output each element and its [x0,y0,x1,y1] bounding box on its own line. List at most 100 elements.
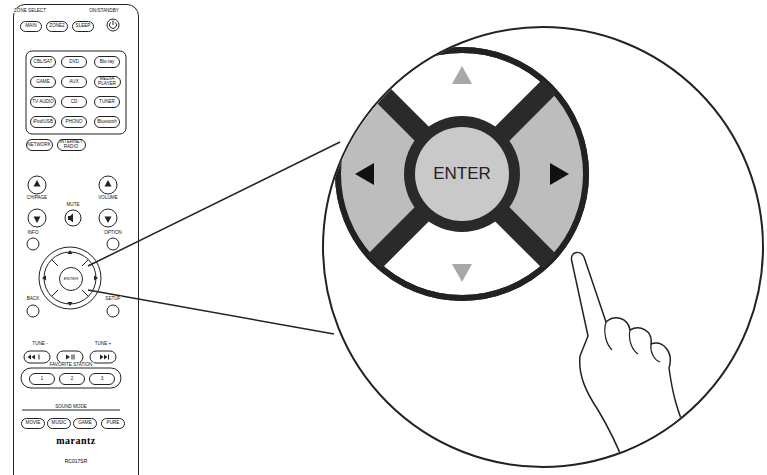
drawing-path [605,322,660,362]
remote-button: DVD [61,56,87,68]
drawing-rect [72,355,73,360]
drawing-path [68,214,73,223]
drawing-path [68,250,73,254]
drawing-path [571,252,700,475]
drawing-rect [90,351,116,363]
button-caption: ON/STANDBY [88,8,120,13]
button-label: 2 [71,377,74,382]
drawing-path [34,180,41,187]
drawing-circle [99,176,117,194]
drawing-circle [39,247,101,309]
drawing-circle [107,238,119,250]
button-label: MUSIC [52,421,67,426]
remote-button: NETWORK [26,139,53,151]
drawing-line [374,86,549,261]
brand-logo: marantz [14,435,138,446]
button-label: Blu-ray [100,60,115,65]
button-label: ZONE2 [49,24,64,29]
button-label: 3 [101,377,104,382]
drawing-path [100,355,108,360]
remote-button: MEDIA PLAYER [94,76,121,88]
button-label: TV AUDIO [32,100,53,105]
remote-button: MOVIE [21,418,45,429]
remote-button: PURE [101,418,125,429]
drawing-line [82,260,88,266]
button-caption: BACK [26,296,41,301]
drawing-path [94,276,98,281]
button-caption: ZONE SELECT [13,8,47,13]
drawing-line [82,290,88,296]
drawing-circle [28,209,46,227]
drawing-g [338,50,700,475]
button-caption: TUNE - [31,341,48,346]
button-label: CBL/SAT [34,60,53,65]
drawing-line [52,290,58,296]
button-caption: SOUND MODE [54,404,88,409]
remote-button: 2 [59,373,85,385]
drawing-circle [404,116,520,232]
remote-button: CD [61,96,87,108]
remote-button: Bluetooth [94,116,120,128]
remote-button: TUNER [94,96,120,108]
drawing-path [28,355,36,360]
button-caption: SETUP [104,296,121,301]
drawing-rect [74,355,75,360]
remote-button: PHONO [61,116,87,128]
remote-button: Blu-ray [94,56,120,68]
button-label: PURE [107,421,120,426]
drawing-rect [39,355,40,360]
button-label: GAME [36,80,50,85]
drawing-line [113,21,114,26]
drawing-path [34,217,41,224]
drawing-circle [99,209,117,227]
button-label: CD [71,100,78,105]
button-label: ENTER [433,165,491,183]
button-label: DVD [69,60,79,65]
drawing-line [22,410,120,411]
remote-button: INTERNET RADIO [57,139,86,151]
remote-button: CBL/SAT [30,56,56,68]
button-caption: OPTION [103,230,123,235]
drawing-circle [44,252,96,304]
drawing-line [88,290,334,334]
button-label: MAIN [25,24,36,29]
drawing-path [68,302,73,306]
enter-button: ENTER [59,267,83,291]
button-label: MEDIA PLAYER [95,77,120,87]
button-caption: MUTE [65,202,80,207]
button-label: TUNER [99,100,115,105]
button-caption: FAVORITE STATION [49,362,94,367]
drawing-path [355,163,374,185]
remote-button: MAIN [20,21,42,32]
remote-button: iPod/USB [30,116,56,128]
button-label: NETWORK [27,143,50,148]
drawing-path [452,264,472,282]
button-label: AUX [69,80,78,85]
enter-button-magnified: ENTER [415,127,509,221]
drawing-circle [27,305,39,317]
button-label: Bluetooth [97,120,116,125]
button-label: SLEEP [76,24,91,29]
remote-button: SLEEP [72,21,94,32]
remote-button: AUX [61,76,87,88]
remote-button: ZONE2 [46,21,68,32]
drawing-circle [338,50,586,298]
button-label: INTERNET RADIO [58,140,85,150]
drawing-g [28,180,112,360]
drawing-path [452,66,472,84]
model-number: RC017SR [14,458,138,464]
drawing-path [105,180,112,187]
button-label: PHONO [66,120,83,125]
remote-button: MUSIC [47,418,71,429]
button-label: MOVIE [26,421,41,426]
drawing-circle [323,27,763,467]
drawing-circle [338,50,586,298]
drawing-rect [26,51,126,134]
drawing-path [105,217,112,224]
remote-button: GAME [30,76,56,88]
drawing-line [88,142,340,266]
button-caption: CH/PAGE [26,195,48,200]
drawing-path [42,276,46,281]
button-label: 1 [41,377,44,382]
